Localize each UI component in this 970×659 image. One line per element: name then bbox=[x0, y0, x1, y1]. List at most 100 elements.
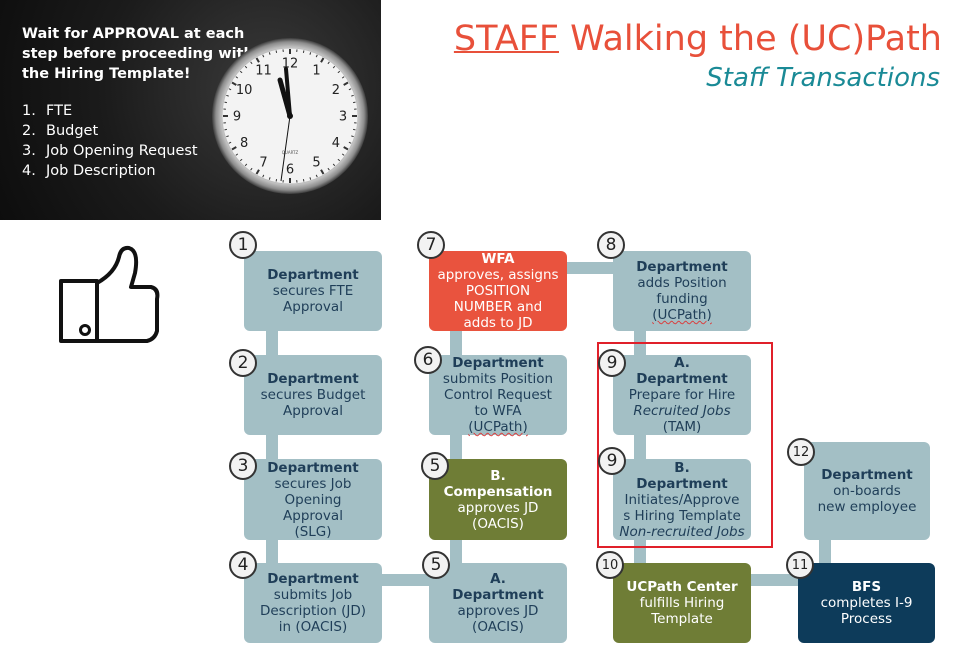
clock-tick bbox=[255, 57, 260, 63]
clock-tick bbox=[268, 177, 271, 180]
warning-line: Wait for APPROVAL at each bbox=[22, 26, 245, 42]
page-title: STAFF Walking the (UC)Path bbox=[453, 19, 942, 59]
clock-tick bbox=[302, 50, 305, 54]
connector bbox=[450, 539, 462, 563]
clock-tick bbox=[327, 167, 330, 171]
connector bbox=[266, 435, 278, 459]
step-badge: 9 bbox=[598, 447, 626, 475]
clock-tick bbox=[309, 177, 312, 180]
connector bbox=[381, 574, 431, 586]
clock-tick bbox=[337, 158, 341, 162]
clock-brand: QUARTZ bbox=[282, 150, 299, 155]
clock-tick bbox=[352, 128, 356, 131]
step-badge: 7 bbox=[417, 231, 445, 259]
clock-numeral: 3 bbox=[339, 110, 347, 125]
step-badge: 1 bbox=[229, 231, 257, 259]
clock-tick bbox=[255, 169, 260, 175]
connector bbox=[450, 330, 462, 355]
clock-numeral: 2 bbox=[332, 83, 340, 98]
step-badge: 5 bbox=[422, 551, 450, 579]
step-badge: 5 bbox=[421, 452, 449, 480]
step-badge: 2 bbox=[229, 349, 257, 377]
connector bbox=[266, 330, 278, 355]
clock-tick bbox=[228, 141, 232, 144]
approval-steps-list: 1.FTE 2.Budget 3.Job Opening Request 4.J… bbox=[22, 101, 198, 181]
clock-tick bbox=[275, 50, 278, 54]
clock-numeral: 6 bbox=[286, 163, 294, 178]
clock-numeral: 1 bbox=[312, 64, 320, 79]
clock-tick bbox=[262, 174, 265, 178]
connector bbox=[819, 540, 831, 563]
clock-tick bbox=[351, 135, 354, 138]
clock-numeral: 7 bbox=[259, 155, 267, 170]
clock-tick bbox=[309, 52, 312, 55]
clock-tick bbox=[302, 178, 305, 182]
clock-tick bbox=[239, 158, 243, 162]
clock-tick bbox=[268, 52, 271, 55]
clock-tick bbox=[341, 76, 345, 79]
list-item: 3.Job Opening Request bbox=[22, 143, 198, 159]
warning-line: step before proceeding with bbox=[22, 46, 254, 62]
list-item: 2.Budget bbox=[22, 123, 99, 139]
clock-tick bbox=[228, 88, 232, 91]
connector bbox=[266, 539, 278, 563]
clock-tick bbox=[224, 101, 228, 104]
clock-tick bbox=[320, 57, 325, 63]
clock-tick bbox=[250, 167, 253, 171]
step-badge: 4 bbox=[229, 551, 257, 579]
clock-tick bbox=[320, 169, 325, 175]
clock-tick bbox=[226, 135, 229, 138]
thumbs-up-icon bbox=[59, 245, 160, 343]
clock-tick bbox=[343, 146, 349, 151]
step-badge: 12 bbox=[787, 438, 815, 466]
connector bbox=[634, 539, 646, 563]
clock-tick bbox=[235, 76, 239, 79]
clock-tick bbox=[244, 163, 248, 167]
clock-tick bbox=[351, 94, 354, 97]
step-badge: 8 bbox=[597, 231, 625, 259]
step-badge: 3 bbox=[229, 452, 257, 480]
list-item: 4.Job Description bbox=[22, 163, 156, 179]
clock-tick bbox=[337, 70, 341, 74]
step-9-highlight-frame bbox=[597, 342, 773, 548]
clock-tick bbox=[332, 65, 336, 69]
list-item: 1.FTE bbox=[22, 103, 73, 119]
clock-tick bbox=[315, 54, 318, 58]
clock-numeral: 8 bbox=[240, 136, 248, 151]
warning-line: the Hiring Template! bbox=[22, 66, 191, 82]
clock-numeral: 9 bbox=[233, 110, 241, 125]
clock-tick bbox=[262, 54, 265, 58]
clock-tick bbox=[244, 65, 248, 69]
clock-tick bbox=[341, 153, 345, 156]
clock-tick bbox=[352, 101, 356, 104]
clock-tick bbox=[239, 70, 243, 74]
clock-tick bbox=[348, 88, 352, 91]
clock-tick bbox=[275, 178, 278, 182]
clock-tick bbox=[315, 174, 318, 178]
page-subtitle: Staff Transactions bbox=[706, 63, 940, 93]
clock-numeral: 11 bbox=[255, 64, 272, 79]
clock-tick bbox=[224, 128, 228, 131]
clock-numeral: 4 bbox=[332, 136, 340, 151]
clock-tick bbox=[343, 81, 349, 86]
clock-tick bbox=[231, 81, 237, 86]
clock-numeral: 5 bbox=[312, 155, 320, 170]
step-badge: 10 bbox=[596, 551, 624, 579]
connector bbox=[634, 435, 646, 459]
clock-tick bbox=[231, 146, 237, 151]
clock-numeral: 10 bbox=[236, 83, 253, 98]
